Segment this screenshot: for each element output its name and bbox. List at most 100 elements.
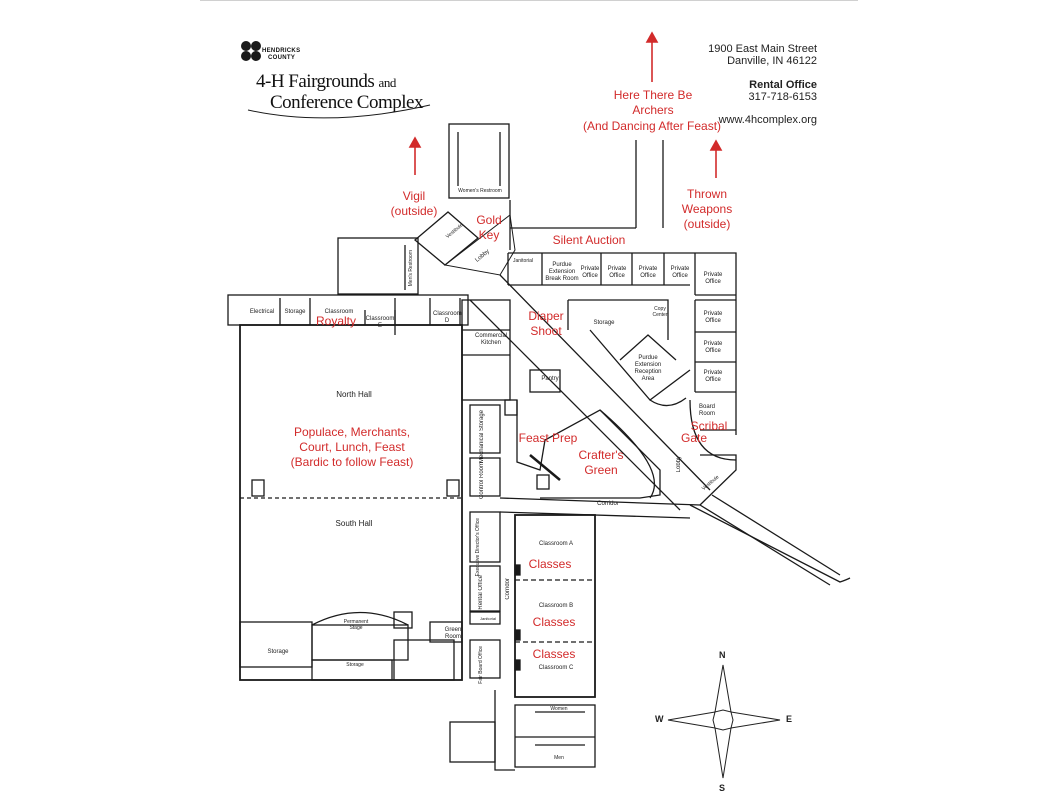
label-classroom-a: Classroom A <box>538 541 573 547</box>
label-men: Men <box>554 755 564 761</box>
label-storage-small: Storage <box>284 309 306 315</box>
annotation-crafters-l1: Crafter's <box>578 448 624 462</box>
label-copy-l1: Copy <box>654 306 666 312</box>
label-classroom: Classroom <box>324 309 354 315</box>
label-po5-l2: Office <box>705 318 721 324</box>
website: www.4hcomplex.org <box>718 114 817 126</box>
label-classroom-d-l2: D <box>444 318 450 324</box>
label-copy-l2: Center <box>652 312 668 318</box>
label-board-l2: Room <box>698 411 715 417</box>
label-po7-l2: Office <box>705 377 721 383</box>
logo-line2: Conference Complex <box>270 92 423 113</box>
annotation-vigil: Vigil (outside) <box>389 189 439 219</box>
annotation-royalty: Royalty <box>315 314 356 328</box>
label-classroom-c: Classroom C <box>538 665 574 671</box>
logo-county: HENDRICKS COUNTY <box>262 48 300 62</box>
label-lobby-right: Lobby <box>676 456 682 473</box>
label-po2-l1: Private <box>638 266 658 272</box>
label-stage-l1: Permanent <box>343 619 369 625</box>
annotation-feast-prep: Feast Prep <box>518 431 578 445</box>
annotation-populace-l2: Court, Lunch, Feast <box>299 440 405 454</box>
label-janitorial-2: Janitorial <box>479 616 496 621</box>
label-po4-l1: Private <box>703 272 723 278</box>
annotation-thrown-l1: Thrown <box>686 187 727 201</box>
annotation-thrown-l3: (outside) <box>683 217 731 231</box>
label-corridor: Corridor <box>597 501 619 507</box>
label-storage-bc: Storage <box>346 662 364 668</box>
annotation-populace-l3: (Bardic to follow Feast) <box>290 455 414 469</box>
label-rental-office: Rental Office <box>478 575 484 610</box>
label-po6-l1: Private <box>703 341 723 347</box>
label-green-l1: Green <box>444 627 462 633</box>
label-po3-l2: Office <box>672 273 688 279</box>
annotation-archers-l2: Archers <box>632 103 674 117</box>
address-city: Danville, IN 46122 <box>727 55 817 67</box>
label-reception-l1: Purdue <box>638 355 658 361</box>
label-kitchen-l2: Kitchen <box>480 340 501 346</box>
annotation-thrown-l2: Weapons <box>681 202 733 216</box>
annotation-diaper-l2: Shoot <box>530 324 562 338</box>
annotation-gold-key-l1: Gold <box>476 213 502 227</box>
annotation-scribal: Scribal <box>690 419 728 433</box>
label-storage-mid: Storage <box>593 320 615 326</box>
annotation-vigil-l1: Vigil <box>402 189 426 203</box>
label-reception-l3: Reception <box>634 369 662 375</box>
label-green-l2: Room <box>444 634 461 640</box>
label-classroom-d-l1: Classroom <box>433 311 462 317</box>
annotation-archers-l1: Here There Be <box>613 88 693 102</box>
address-street: 1900 East Main Street <box>708 43 817 55</box>
annotation-populace-l1: Populace, Merchants, <box>293 425 411 439</box>
label-control: Control Room <box>479 462 485 500</box>
label-po0-l2: Office <box>582 273 598 279</box>
annotation-populace: Populace, Merchants, Court, Lunch, Feast… <box>282 425 422 470</box>
logo-county-line1: HENDRICKS <box>262 48 301 54</box>
logo-county-line2: COUNTY <box>268 55 296 61</box>
annotation-gate: Gate <box>680 431 707 445</box>
label-fair-board: Fair Board Office <box>478 646 484 684</box>
annotation-archers: Here There Be Archers <box>598 88 708 118</box>
label-break-room-l3: Break Room <box>545 276 579 282</box>
label-north-hall: North Hall <box>336 390 372 399</box>
label-break-room-l1: Purdue <box>552 262 572 268</box>
label-exec-office: Executive Director's Office <box>475 518 481 577</box>
label-south-hall: South Hall <box>335 519 373 528</box>
label-mens-restroom: Men's Restroom <box>408 250 414 287</box>
label-board-l1: Board <box>698 404 715 410</box>
rental-office-label: Rental Office <box>749 79 817 91</box>
annotation-crafters-l2: Green <box>584 463 618 477</box>
compass-rose <box>667 664 781 779</box>
label-po2-l2: Office <box>640 273 656 279</box>
logo-line1: 4-H Fairgrounds <box>256 71 375 92</box>
logo-line1b: and <box>378 75 397 90</box>
compass-w: W <box>655 714 664 724</box>
annotation-silent-auction: Silent Auction <box>552 233 626 247</box>
clover-logo-icon <box>241 41 261 61</box>
label-classroom-e-l2: E <box>377 323 382 329</box>
annotation-thrown-weapons: Thrown Weapons (outside) <box>678 187 736 232</box>
annotation-diaper-l1: Diaper <box>528 309 564 323</box>
label-po6-l2: Office <box>705 348 721 354</box>
top-rule <box>200 0 858 1</box>
annotation-diaper-shoot: Diaper Shoot <box>524 309 568 339</box>
label-classroom-b: Classroom B <box>538 603 574 609</box>
label-stage-l2: Stage <box>349 625 363 631</box>
label-women: Women <box>550 706 568 712</box>
label-po5-l1: Private <box>703 311 723 317</box>
annotation-classes-c: Classes <box>532 647 576 661</box>
label-reception-l2: Extension <box>634 362 662 368</box>
label-electrical: Electrical <box>249 309 275 315</box>
compass-n: N <box>719 650 726 660</box>
annotation-crafters-green: Crafter's Green <box>573 448 629 478</box>
